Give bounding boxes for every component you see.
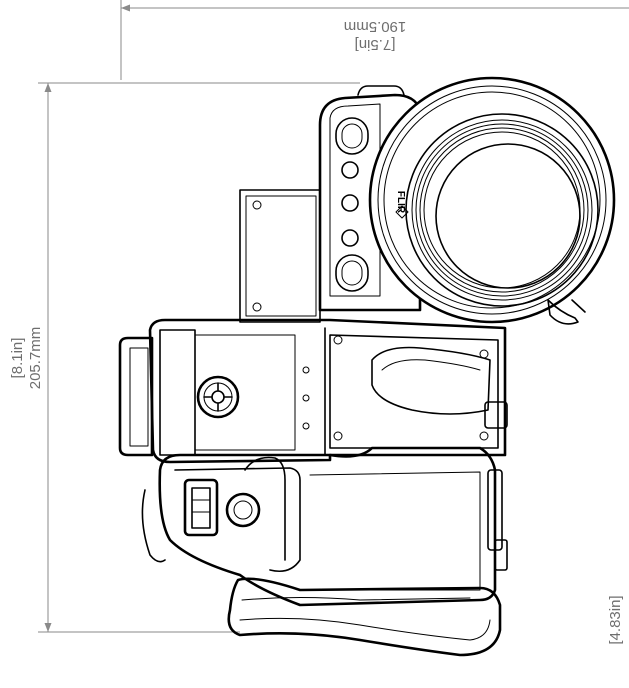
mode-dial (196, 375, 240, 419)
width-mm-label: 190.5mm (344, 18, 407, 35)
height-mm-label: 205.7mm (27, 327, 44, 390)
height-in-label: [8.1in] (9, 338, 26, 379)
lens: FLIR (368, 76, 616, 325)
side-buttons (335, 117, 369, 292)
camera-body: FLIR (118, 76, 616, 657)
width-in-label: [7.5in] (355, 36, 396, 53)
depth-in-label: [4.83in] (607, 595, 624, 644)
height-dimension: [8.1in] 205.7mm (9, 82, 360, 633)
width-dimension: 190.5mm [7.5in] (120, 0, 629, 80)
depth-dimension: [4.83in] (607, 595, 624, 644)
flir-logo: FLIR (395, 191, 406, 214)
hand-strap (227, 577, 502, 657)
